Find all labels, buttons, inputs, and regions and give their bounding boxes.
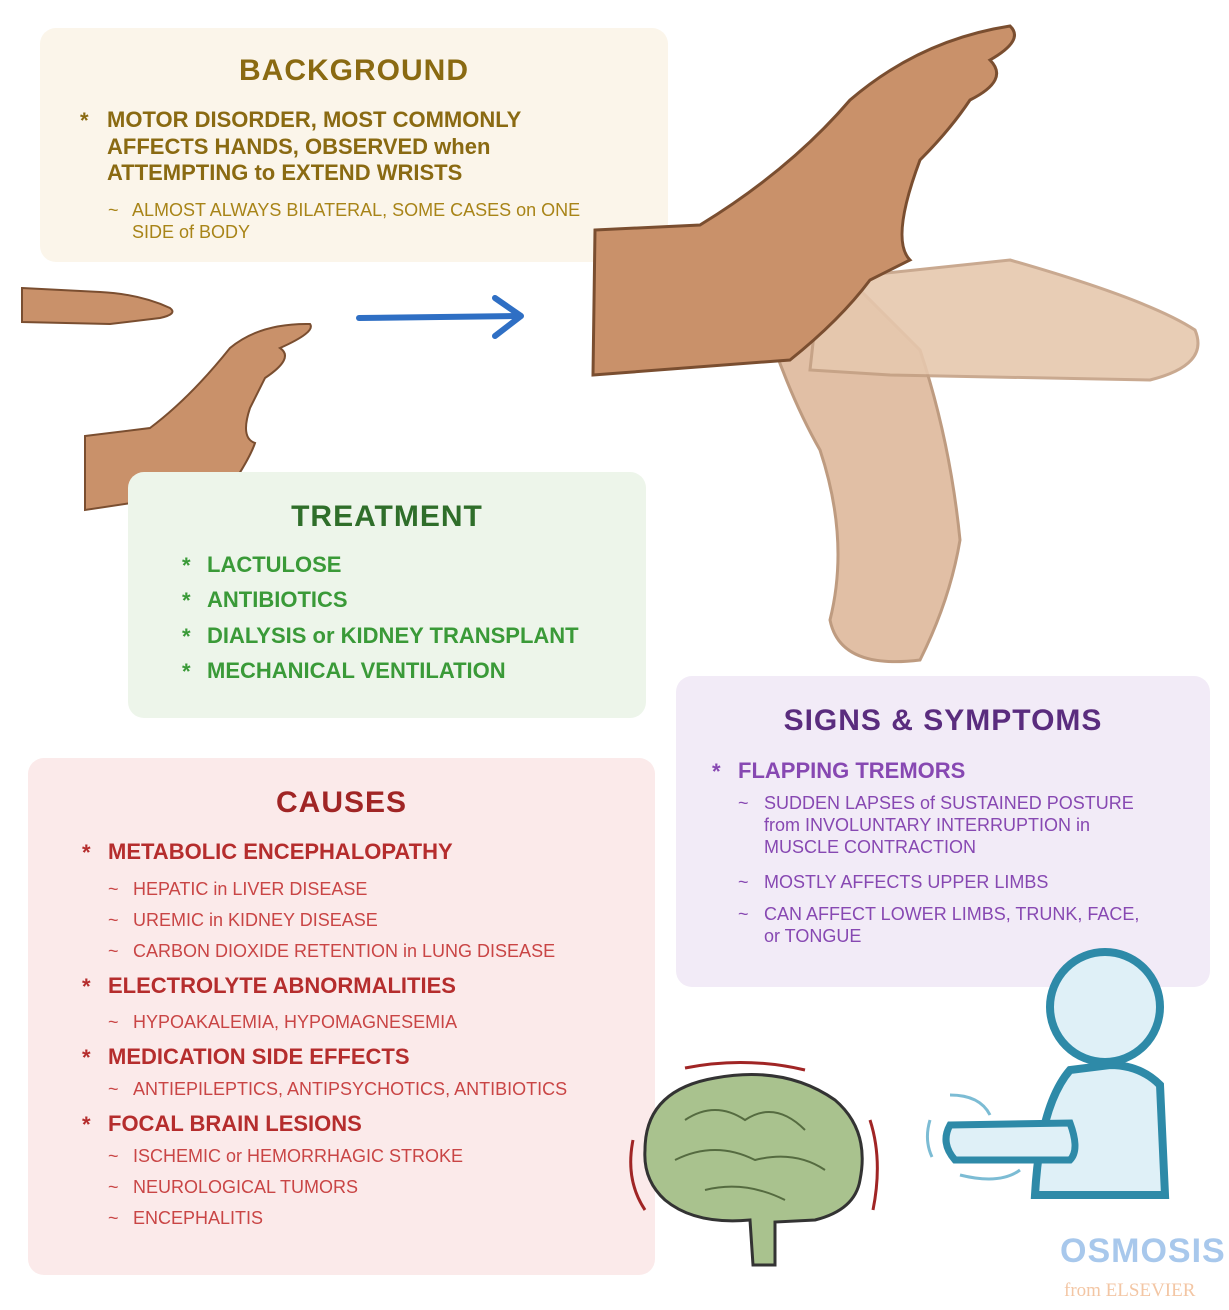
background-title: BACKGROUND [239, 54, 469, 87]
signs-sub: MUSCLE CONTRACTION [764, 837, 977, 857]
extended-hand-illustration [21, 286, 174, 326]
bullet-icon: * [80, 108, 89, 133]
cause-sub: UREMIC in KIDNEY DISEASE [133, 910, 378, 930]
cause-sub: NEUROLOGICAL TUMORS [133, 1177, 359, 1197]
causes-title: CAUSES [275, 786, 408, 819]
signs-sub: CAN AFFECT LOWER LIMBS, TRUNK, FACE, [764, 904, 1140, 924]
osmosis-logo: OSMOSIS [1060, 1232, 1226, 1270]
arrow-right-icon [356, 295, 524, 339]
background-sub: ALMOST ALWAYS BILATERAL, SOME CASES on O… [132, 200, 581, 220]
treatment-item: MECHANICAL VENTILATION [207, 658, 506, 683]
signs-sub: SUDDEN LAPSES of SUSTAINED POSTURE [764, 793, 1134, 813]
signs-symptoms-panel: SIGNS & SYMPTOMS * FLAPPING TREMORS ~ SU… [676, 676, 1210, 987]
flexed-hand-illustration [84, 322, 312, 512]
flapping-hands-illustration [591, 24, 1200, 664]
cause-sub: HYPOAKALEMIA, HYPOMAGNESEMIA [133, 1012, 458, 1032]
signs-title: SIGNS & SYMPTOMS [783, 704, 1103, 737]
cause-sub: ISCHEMIC or HEMORRHAGIC STROKE [133, 1146, 464, 1166]
background-line: AFFECTS HANDS, OBSERVED when [107, 134, 491, 159]
treatment-item: LACTULOSE [207, 552, 342, 577]
signs-sub: from INVOLUNTARY INTERRUPTION in [764, 815, 1091, 835]
brain-icon [629, 1061, 879, 1267]
cause-group: ELECTROLYTE ABNORMALITIES [108, 973, 456, 998]
elsevier-tagline: from ELSEVIER [1064, 1280, 1196, 1301]
cause-group: FOCAL BRAIN LESIONS [108, 1111, 362, 1136]
person-tremor-icon [925, 948, 1170, 1199]
tilde-icon: ~ [108, 200, 119, 220]
treatment-panel: TREATMENT * LACTULOSE * ANTIBIOTICS * DI… [128, 472, 646, 718]
background-panel: BACKGROUND * MOTOR DISORDER, MOST COMMON… [40, 28, 668, 262]
cause-group: MEDICATION SIDE EFFECTS [108, 1044, 410, 1069]
treatment-item: ANTIBIOTICS [207, 587, 348, 612]
signs-sub: or TONGUE [764, 926, 862, 946]
cause-sub: ENCEPHALITIS [133, 1208, 264, 1228]
causes-panel: CAUSES * METABOLIC ENCEPHALOPATHY ~HEPAT… [28, 758, 655, 1275]
cause-sub: CARBON DIOXIDE RETENTION in LUNG DISEASE [133, 941, 556, 961]
treatment-title: TREATMENT [291, 500, 483, 533]
background-line: ATTEMPTING to EXTEND WRISTS [107, 160, 463, 185]
signs-sub: MOSTLY AFFECTS UPPER LIMBS [764, 872, 1049, 892]
background-line: MOTOR DISORDER, MOST COMMONLY [107, 107, 522, 132]
cause-sub: HEPATIC in LIVER DISEASE [133, 879, 368, 899]
signs-item: FLAPPING TREMORS [738, 758, 966, 783]
background-sub: SIDE of BODY [132, 222, 251, 242]
treatment-item: DIALYSIS or KIDNEY TRANSPLANT [207, 623, 579, 648]
cause-sub: ANTIEPILEPTICS, ANTIPSYCHOTICS, ANTIBIOT… [133, 1079, 568, 1099]
cause-group: METABOLIC ENCEPHALOPATHY [108, 839, 453, 864]
